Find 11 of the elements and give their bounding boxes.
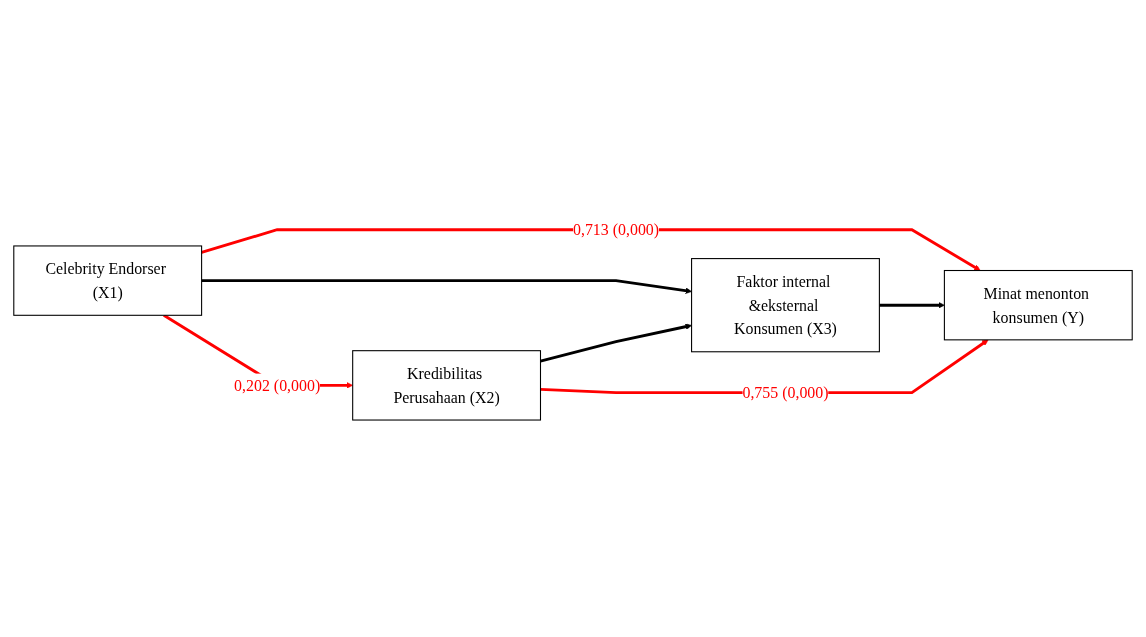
edge-label: 0,713 (0,000) — [573, 220, 660, 239]
node-box: Minat menonton konsumen (Y) — [943, 269, 1133, 340]
arrow — [540, 323, 692, 363]
node-box: Faktor internal &eksternal Konsumen (X3) — [691, 257, 880, 352]
edge-label: 0,755 (0,000) — [742, 383, 829, 402]
arrow — [879, 301, 945, 308]
arrow — [201, 278, 692, 294]
node-box: Kredibilitas Perusahaan (X2) — [352, 349, 542, 421]
edge-label: 0,202 (0,000) — [234, 375, 321, 394]
arrow — [201, 227, 981, 271]
node-box: Celebrity Endorser (X1) — [13, 245, 203, 316]
